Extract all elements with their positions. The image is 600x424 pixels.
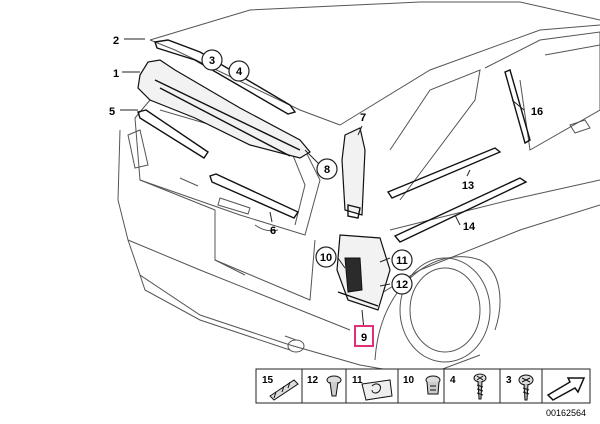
callout-10[interactable]: 10 xyxy=(315,246,337,268)
callout-label: 2 xyxy=(113,35,119,47)
legend-item-11[interactable]: 11 xyxy=(352,375,393,401)
callout-label: 16 xyxy=(531,106,543,118)
callout-label: 10 xyxy=(320,252,332,264)
screw-icon xyxy=(518,374,534,401)
callout-label: 1 xyxy=(113,68,119,80)
callout-label: 8 xyxy=(324,164,330,176)
screw-icon xyxy=(473,373,487,400)
callout-4[interactable]: 4 xyxy=(228,60,250,82)
fastener-legend: 15 12 11 10 xyxy=(255,368,591,404)
callout-circle xyxy=(228,60,250,82)
callout-label: 3 xyxy=(209,55,215,67)
part-spoiler xyxy=(137,59,311,159)
callout-2[interactable]: 2 xyxy=(113,35,119,47)
legend-label: 10 xyxy=(403,375,415,386)
callout-9[interactable]: 9 xyxy=(354,325,374,347)
callout-circle xyxy=(391,249,413,271)
callout-circle xyxy=(315,246,337,268)
callout-1[interactable]: 1 xyxy=(113,68,119,80)
part-lower-trim-strip xyxy=(209,173,300,219)
part-d-pillar-cover xyxy=(341,127,366,219)
callout-16[interactable]: 16 xyxy=(531,106,543,118)
legend-item-4[interactable]: 4 xyxy=(450,373,487,400)
callout-highlight-box xyxy=(354,325,374,347)
leader-lines xyxy=(120,38,525,331)
callout-label: 11 xyxy=(396,255,408,267)
part-side-trim-lower xyxy=(393,177,528,243)
part-side-trim-upper xyxy=(386,147,502,199)
callout-14[interactable]: 14 xyxy=(463,221,476,233)
direction-arrow-icon xyxy=(546,377,586,401)
callout-label: 12 xyxy=(396,279,408,291)
callout-label: 5 xyxy=(109,106,115,118)
callout-circle xyxy=(201,49,223,71)
part-hatch-trim-strip xyxy=(137,109,209,159)
part-roof-spoiler-strip xyxy=(154,39,297,115)
callout-circle xyxy=(391,273,413,295)
legend-label: 4 xyxy=(450,375,456,386)
callout-13[interactable]: 13 xyxy=(462,180,474,192)
legend-label: 15 xyxy=(262,375,274,386)
legend-label: 12 xyxy=(307,375,319,386)
legend-item-15[interactable]: 15 xyxy=(262,375,299,401)
callout-11[interactable]: 11 xyxy=(391,249,413,271)
callout-label: 6 xyxy=(270,225,276,237)
callout-label: 7 xyxy=(360,112,366,124)
part-rear-lamp xyxy=(336,234,391,311)
spring-nut-icon xyxy=(361,379,393,401)
callout-label: 14 xyxy=(463,221,476,233)
diagram-number: 00162564 xyxy=(546,408,586,418)
callout-7[interactable]: 7 xyxy=(360,112,366,124)
callout-5[interactable]: 5 xyxy=(109,106,115,118)
callout-6[interactable]: 6 xyxy=(270,225,276,237)
legend-item-arrow[interactable] xyxy=(546,377,586,401)
clip-strip-icon xyxy=(269,379,299,401)
callout-label: 9 xyxy=(361,332,367,344)
legend-frame xyxy=(255,368,591,404)
push-rivet-icon xyxy=(326,375,342,397)
callout-circle xyxy=(316,158,338,180)
callout-3[interactable]: 3 xyxy=(201,49,223,71)
expanding-nut-icon xyxy=(425,375,441,395)
callout-label: 13 xyxy=(462,180,474,192)
callouts: 2 1 5 3 4 7 16 8 13 6 xyxy=(109,35,543,347)
legend-item-12[interactable]: 12 xyxy=(307,375,342,397)
legend-label: 3 xyxy=(506,375,512,386)
callout-12[interactable]: 12 xyxy=(391,273,413,295)
callout-8[interactable]: 8 xyxy=(316,158,338,180)
legend-item-10[interactable]: 10 xyxy=(403,375,441,395)
legend-label: 11 xyxy=(352,375,363,386)
legend-item-3[interactable]: 3 xyxy=(506,374,534,401)
callout-label: 4 xyxy=(236,66,243,78)
part-pillar-trim xyxy=(504,69,531,145)
